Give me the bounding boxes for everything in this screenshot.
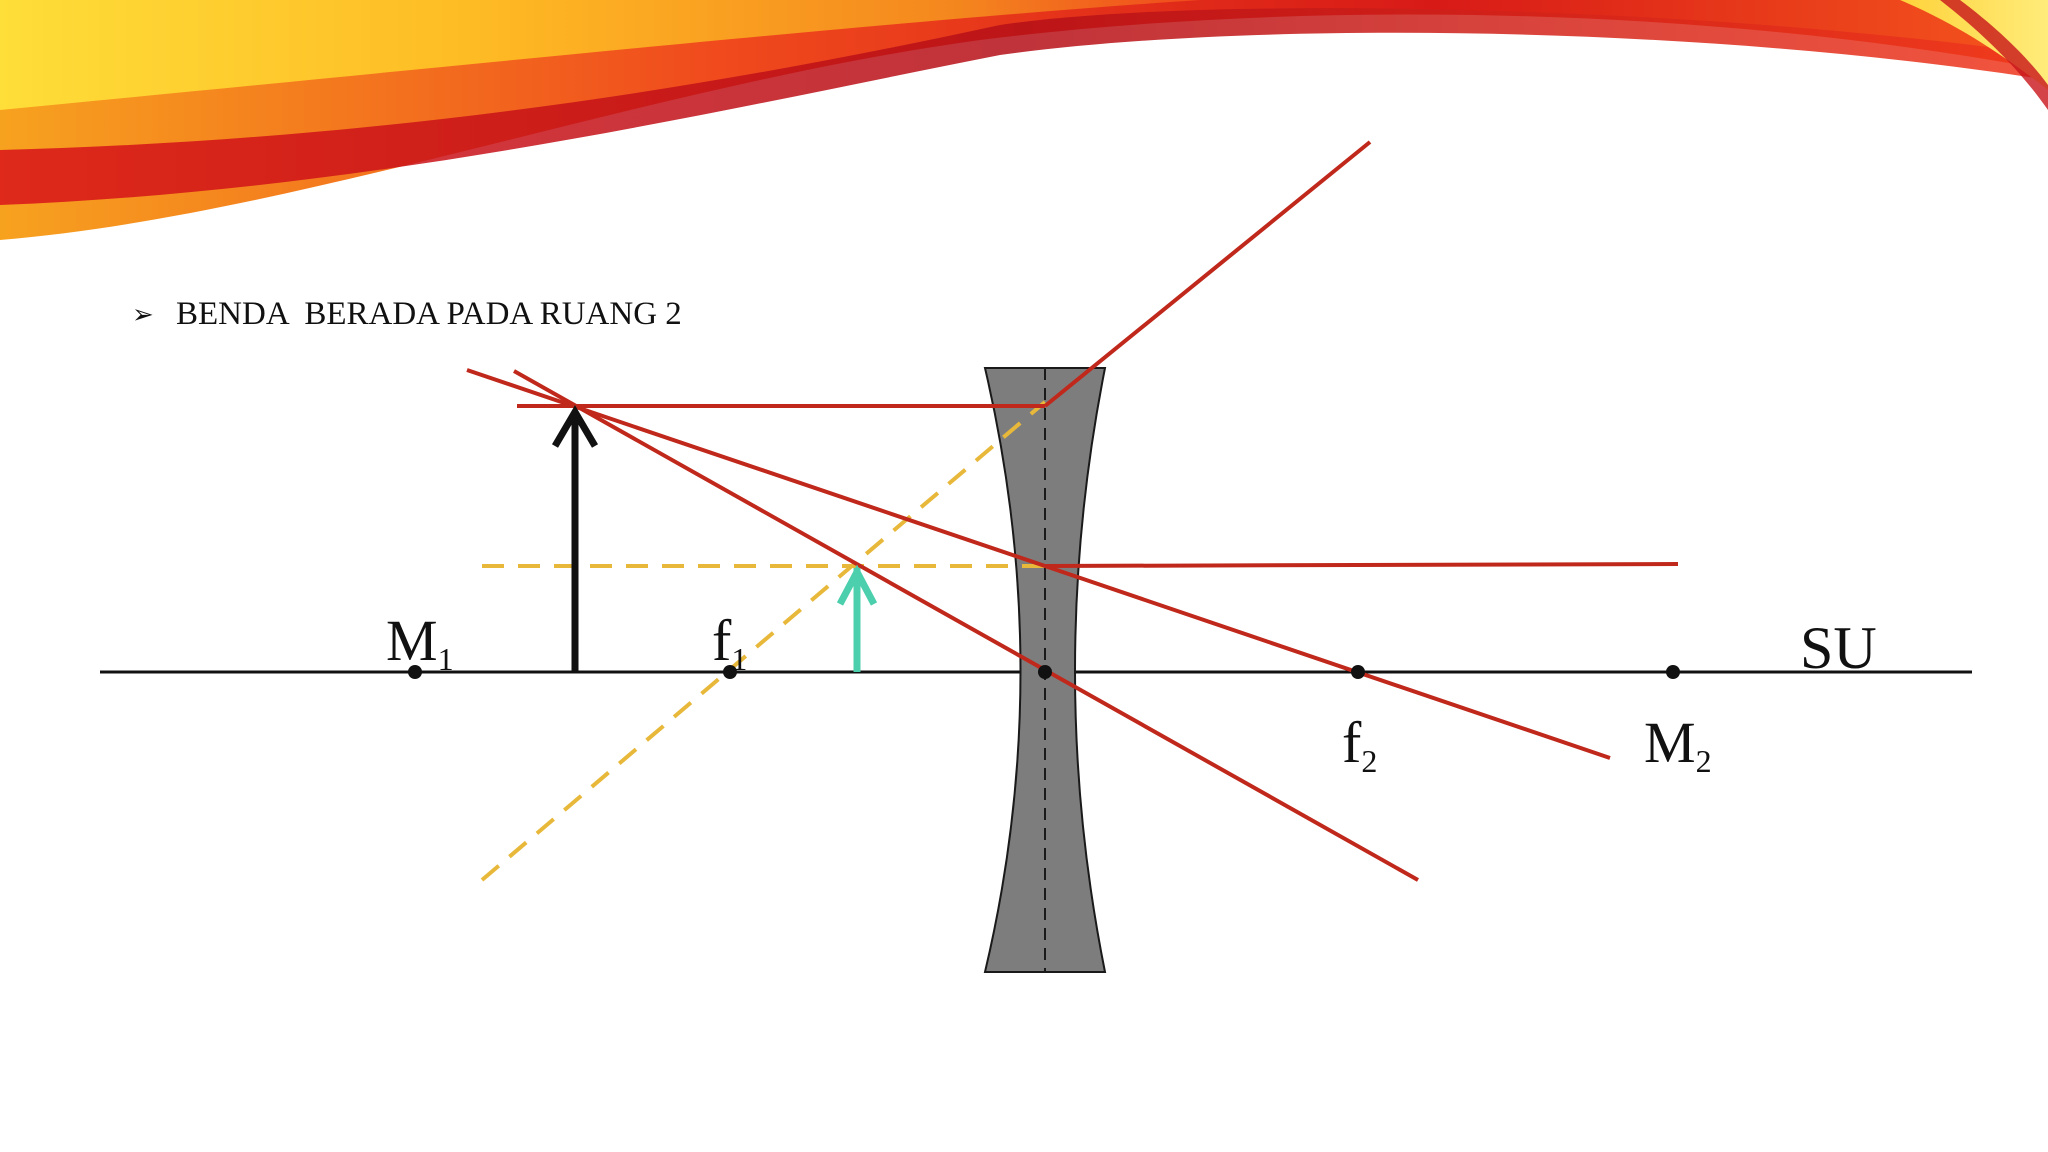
bullet-point: ➢ BENDA BERADA PADA RUANG 2 (132, 296, 682, 333)
point-m2 (1666, 665, 1680, 679)
label-m2: M2 (1644, 710, 1712, 779)
label-axis: SU (1800, 615, 1877, 681)
ray-through-center (513, 369, 1419, 882)
banner-swoosh-right (1900, 0, 2048, 90)
banner-swoosh-light (0, 0, 1200, 110)
banner-swoosh-dark (0, 8, 2048, 205)
image-arrow (836, 564, 878, 672)
object-arrow (551, 405, 599, 672)
point-m1 (408, 665, 422, 679)
light-rays (466, 140, 1679, 882)
ray-toward-focus-extension (1044, 564, 1611, 760)
arrow-bullet-icon: ➢ (132, 299, 154, 329)
decorative-banner (0, 0, 2048, 240)
image-arrow-head-icon (836, 564, 878, 606)
axis-points (408, 665, 1680, 679)
ray-parallel-refracted (1043, 140, 1372, 408)
ray-toward-focus-incident (466, 368, 1046, 568)
label-f2: f2 (1342, 710, 1377, 779)
point-f2 (1351, 665, 1365, 679)
point-optical-center (1038, 665, 1052, 679)
label-f1: f1 (712, 608, 747, 677)
construction-line-diagonal (480, 400, 1047, 882)
object-arrow-head-icon (551, 405, 599, 448)
point-f1 (723, 665, 737, 679)
ray-toward-focus-refracted (1044, 562, 1679, 568)
bullet-text: BENDA BERADA PADA RUANG 2 (176, 296, 682, 332)
label-m1: M1 (386, 608, 454, 677)
